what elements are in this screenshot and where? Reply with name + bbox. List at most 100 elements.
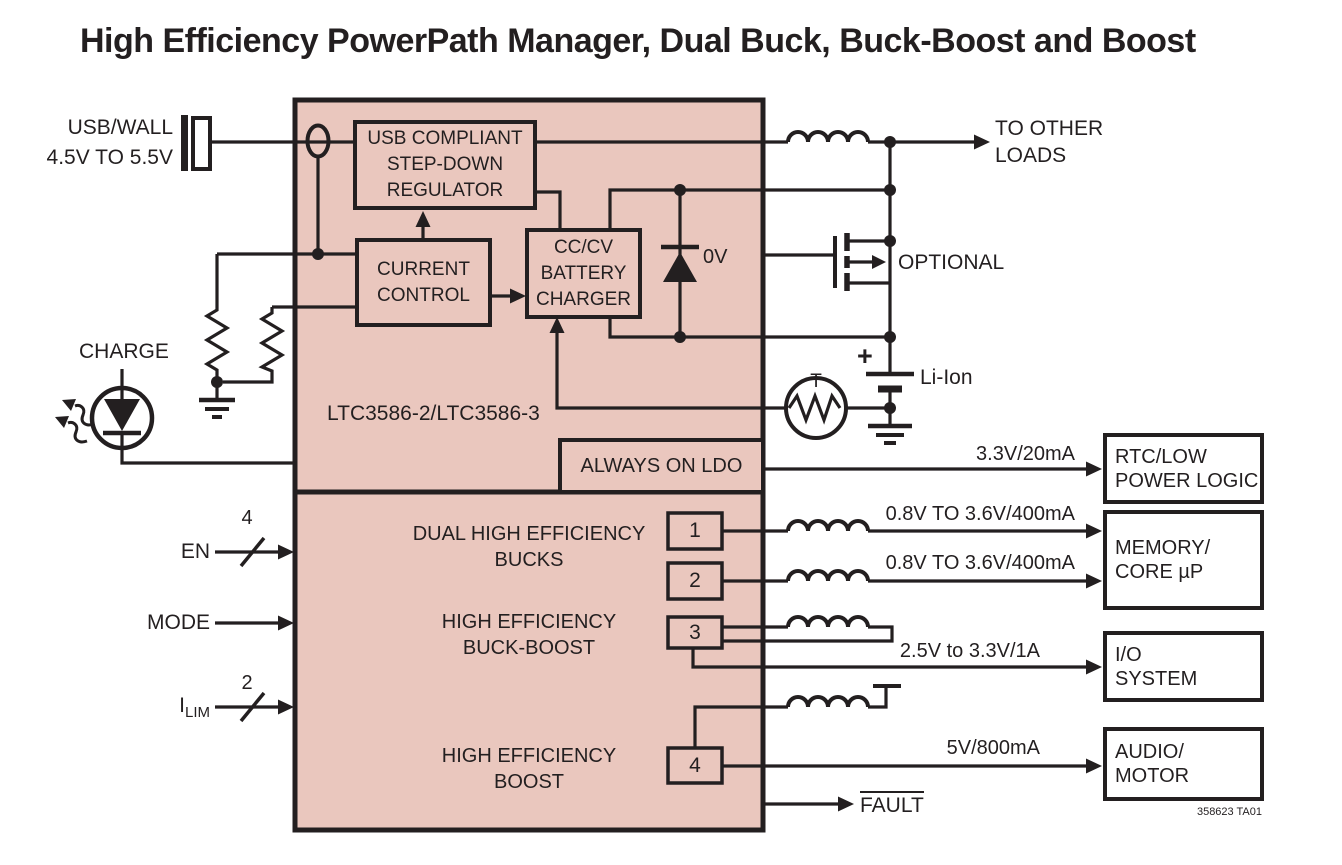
current-control-box — [355, 238, 492, 327]
pin-1: 1 — [689, 519, 701, 542]
memory-box — [1103, 510, 1264, 610]
io-box — [1103, 631, 1264, 702]
current-control-line2: CONTROL — [377, 284, 470, 306]
rtc-load-line2: POWER LOGIC — [1115, 469, 1259, 492]
pfet-icon — [833, 233, 886, 291]
current-sense-ring-icon — [305, 123, 331, 159]
memory-load-line2: CORE µP — [1115, 561, 1204, 583]
current-control-block: CURRENT CONTROL — [357, 240, 490, 325]
thermistor-icon — [784, 376, 848, 440]
fet-terminal-wires — [847, 239, 890, 285]
en-label: EN — [180, 540, 210, 563]
rtc-load-line1: RTC/LOW — [1115, 445, 1207, 468]
usb-regulator-line3: REGULATOR — [386, 180, 504, 201]
usb-connector-icon — [181, 115, 212, 171]
right-resistor-wire — [223, 307, 286, 384]
usb-regulator-line1: USB COMPLIANT — [367, 128, 523, 149]
usb-wall-label: USB/WALL 4.5V TO 5.5V — [47, 113, 173, 173]
ilim-label: ILIM — [179, 694, 210, 721]
pin-4: 4 — [689, 753, 701, 777]
buck-boost-line2: BUCK-BOOST — [462, 637, 596, 659]
inductor-boost — [786, 695, 870, 708]
usb-regulator-box — [353, 120, 537, 210]
ground-icons — [199, 397, 912, 445]
ideal-diode-icon — [661, 244, 699, 282]
thermistor-label: T — [810, 371, 822, 392]
boost-inductor-wire — [693, 686, 888, 748]
usb-wall-line2: 4.5V TO 5.5V — [46, 146, 173, 169]
audio-box — [1103, 727, 1264, 801]
regulator-to-charger-wire — [535, 190, 562, 230]
battery-charger-box — [525, 228, 642, 319]
battery-plus: + — [857, 341, 873, 371]
led-light-arrows-icon — [55, 399, 95, 444]
inductor-buckboost — [786, 615, 870, 628]
current-control-line1: CURRENT — [377, 258, 470, 280]
dual-bucks-line1: DUAL HIGH EFFICIENCY — [412, 523, 646, 545]
thermistor-feedback-wire — [555, 331, 786, 410]
buck2-output-value: 0.8V TO 3.6V/400mA — [885, 552, 1075, 574]
arrowheads — [278, 134, 1102, 812]
ldo-output-value: 3.3V/20mA — [976, 443, 1075, 465]
usb-regulator-line2: STEP-DOWN — [386, 154, 504, 175]
optional-label: OPTIONAL — [898, 251, 1005, 274]
buck1-output-value: 0.8V TO 3.6V/400mA — [885, 503, 1075, 525]
buckboost-output-wire — [691, 648, 1088, 669]
inductor-symbols — [786, 130, 901, 708]
to-other-loads-line2: LOADS — [995, 144, 1067, 167]
boost-line2: BOOST — [493, 771, 564, 793]
battery-charger-line3: CHARGER — [535, 288, 631, 310]
diagram-title: High Efficiency PowerPath Manager, Dual … — [80, 22, 1196, 60]
figure-number: 358623 TA01 — [1196, 806, 1262, 818]
buckboost-wires — [722, 625, 894, 643]
audio-load-box: AUDIO/ MOTOR — [1105, 729, 1262, 799]
battery-charger-line1: CC/CV — [553, 236, 614, 258]
fault-label: FAULT — [860, 791, 924, 818]
rtc-box — [1103, 433, 1264, 504]
pin-box-4 — [666, 746, 724, 785]
audio-load-line2: MOTOR — [1115, 765, 1190, 787]
mode-label: MODE — [147, 611, 210, 634]
left-resistor-wire — [203, 254, 231, 399]
bus-slash-en — [239, 536, 266, 568]
charger-bottom-wire — [608, 317, 890, 339]
en-bus-width: 4 — [241, 507, 253, 529]
pin-box-2 — [666, 561, 724, 601]
rtc-load-box: RTC/LOW POWER LOGIC — [1105, 435, 1262, 502]
to-other-loads-label: TO OTHER LOADS — [995, 115, 1103, 169]
ilim-bus-width: 2 — [241, 672, 253, 694]
buck-boost-label: HIGH EFFICIENCY BUCK-BOOST — [379, 609, 679, 661]
buck-boost-output-value: 2.5V to 3.3V/1A — [899, 640, 1040, 662]
block-outlines — [353, 120, 765, 494]
dual-bucks-line2: BUCKS — [494, 549, 564, 571]
pin-2: 2 — [689, 569, 701, 592]
pin-3: 3 — [689, 620, 701, 644]
battery-charger-line2: BATTERY — [540, 262, 627, 284]
io-load-line1: I/O — [1115, 643, 1142, 666]
battery-label: Li-Ion — [920, 366, 973, 389]
memory-load-line1: MEMORY/ — [1115, 537, 1211, 559]
load-box-outlines — [1103, 433, 1264, 801]
pin-box-1 — [666, 511, 724, 551]
io-load-box: I/O SYSTEM — [1105, 633, 1262, 700]
bus-slash-ilim — [239, 691, 266, 723]
always-on-ldo-box — [558, 438, 765, 494]
buck-boost-line1: HIGH EFFICIENCY — [441, 611, 617, 633]
junction-dots — [211, 136, 896, 414]
boost-output-value: 5V/800mA — [946, 737, 1040, 759]
to-other-loads-line1: TO OTHER — [995, 117, 1104, 140]
usb-wall-line1: USB/WALL — [67, 116, 173, 139]
battery-charger-block: CC/CV BATTERY CHARGER — [527, 230, 640, 317]
memory-load-box: MEMORY/ CORE µP — [1105, 512, 1262, 608]
inductor-buck2 — [786, 569, 870, 582]
always-on-ldo-label: ALWAYS ON LDO — [580, 455, 743, 477]
ic-part-number: LTC3586-2/LTC3586-3 — [327, 402, 540, 425]
led-wires — [120, 369, 295, 465]
io-load-line2: SYSTEM — [1115, 667, 1198, 690]
pin-boxes — [666, 511, 724, 785]
ideal-diode-value: 0V — [703, 246, 728, 268]
ilim-base: I — [179, 694, 185, 717]
dual-bucks-label: DUAL HIGH EFFICIENCY BUCKS — [379, 521, 679, 573]
